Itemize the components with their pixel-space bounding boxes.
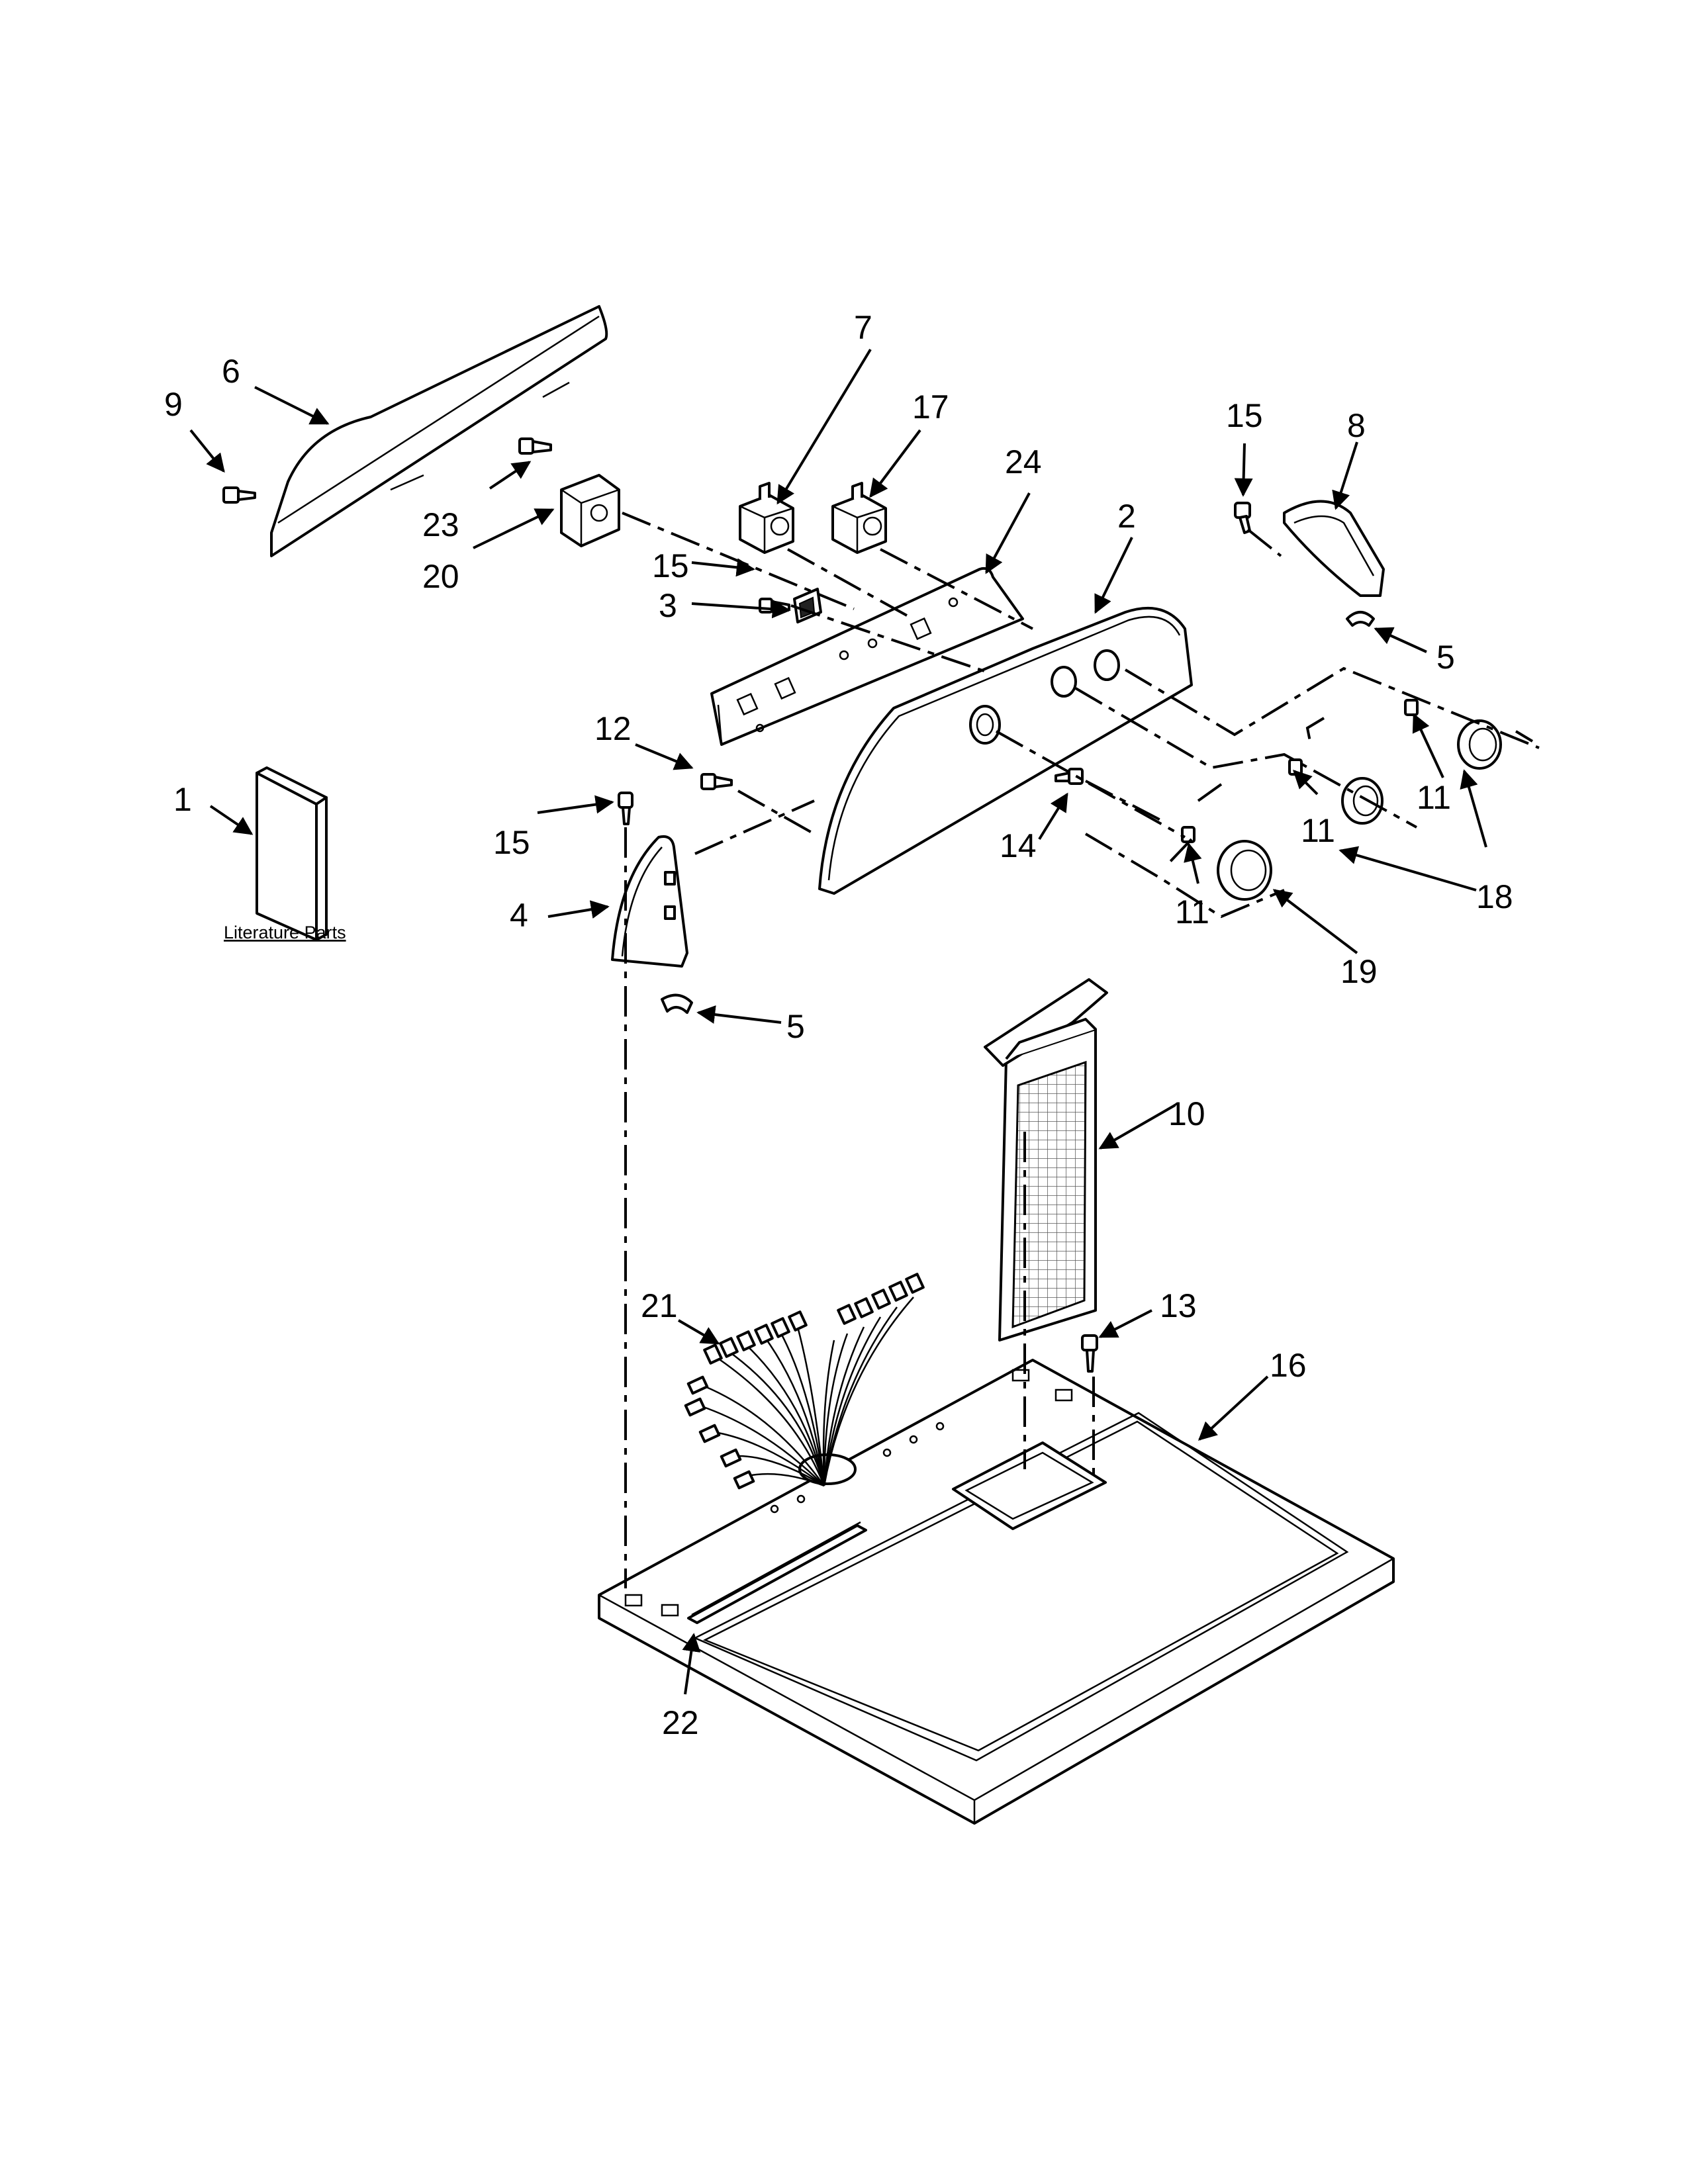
leader-lines (189, 348, 1487, 1695)
part-15-screw-right (1234, 502, 1251, 534)
callout-15-left: 15 (493, 824, 530, 861)
callout-4: 4 (510, 897, 528, 934)
callout-10: 10 (1168, 1095, 1205, 1132)
callout-15-mid: 15 (652, 547, 689, 584)
part-9-screw (222, 486, 256, 504)
callout-14: 14 (1000, 827, 1037, 864)
literature-parts-label: Literature Parts (224, 923, 346, 942)
callout-20: 20 (422, 558, 459, 595)
callout-21: 21 (641, 1287, 678, 1324)
part-18-knob-right (1457, 719, 1502, 770)
part-17-switch (831, 482, 887, 554)
part-7-switch (739, 482, 794, 554)
part-16-top-panel (598, 1359, 1395, 1825)
callout-9: 9 (164, 386, 183, 423)
part-2-console (818, 606, 1193, 895)
part-12-screw (700, 773, 733, 790)
callout-2: 2 (1117, 498, 1136, 535)
callout-11-right: 11 (1417, 779, 1451, 816)
part-5-clip-left (661, 993, 693, 1014)
callout-23: 23 (422, 506, 459, 543)
part-21-wire-harness (684, 1273, 925, 1490)
callout-22: 22 (662, 1704, 699, 1741)
callout-19: 19 (1340, 953, 1378, 990)
part-14-screw (1055, 768, 1084, 785)
callout-15-right: 15 (1226, 397, 1263, 434)
part-11-insert-left (1181, 826, 1196, 843)
callout-7: 7 (854, 309, 872, 346)
assembly-lines (622, 512, 1540, 1588)
callout-18: 18 (1476, 878, 1513, 915)
callout-13: 13 (1160, 1287, 1197, 1324)
part-8-end-cap-right (1283, 500, 1385, 597)
part-1-literature (256, 766, 328, 941)
part-19-knob-large (1217, 840, 1272, 901)
callout-labels: 6 9 7 17 24 2 15 8 5 23 20 15 3 12 1 15 … (164, 309, 1513, 1741)
callout-5-left: 5 (786, 1008, 805, 1045)
callout-3: 3 (659, 587, 677, 624)
callout-24: 24 (1005, 443, 1042, 480)
part-10-lint-filter (984, 978, 1108, 1342)
callout-16: 16 (1270, 1347, 1307, 1384)
callout-12: 12 (594, 710, 632, 747)
part-6-console-back (270, 305, 608, 557)
part-23-screw (518, 437, 552, 455)
part-22-strip (687, 1524, 867, 1624)
part-15-screw-left (618, 792, 633, 825)
callout-11-mid: 11 (1301, 812, 1335, 849)
callout-17: 17 (912, 388, 949, 426)
part-20-timer (560, 474, 620, 547)
part-18-knob-mid (1341, 777, 1383, 825)
callout-8: 8 (1347, 407, 1366, 444)
part-5-clip-right (1346, 611, 1375, 627)
part-13-screw (1081, 1334, 1098, 1373)
callout-6: 6 (222, 353, 240, 390)
callout-1: 1 (173, 781, 192, 818)
part-3-clip (793, 588, 822, 623)
part-4-end-cap-left (611, 835, 688, 968)
part-11-insert-right (1404, 699, 1419, 716)
callout-5-right: 5 (1436, 639, 1455, 676)
callout-11-left: 11 (1175, 893, 1209, 931)
